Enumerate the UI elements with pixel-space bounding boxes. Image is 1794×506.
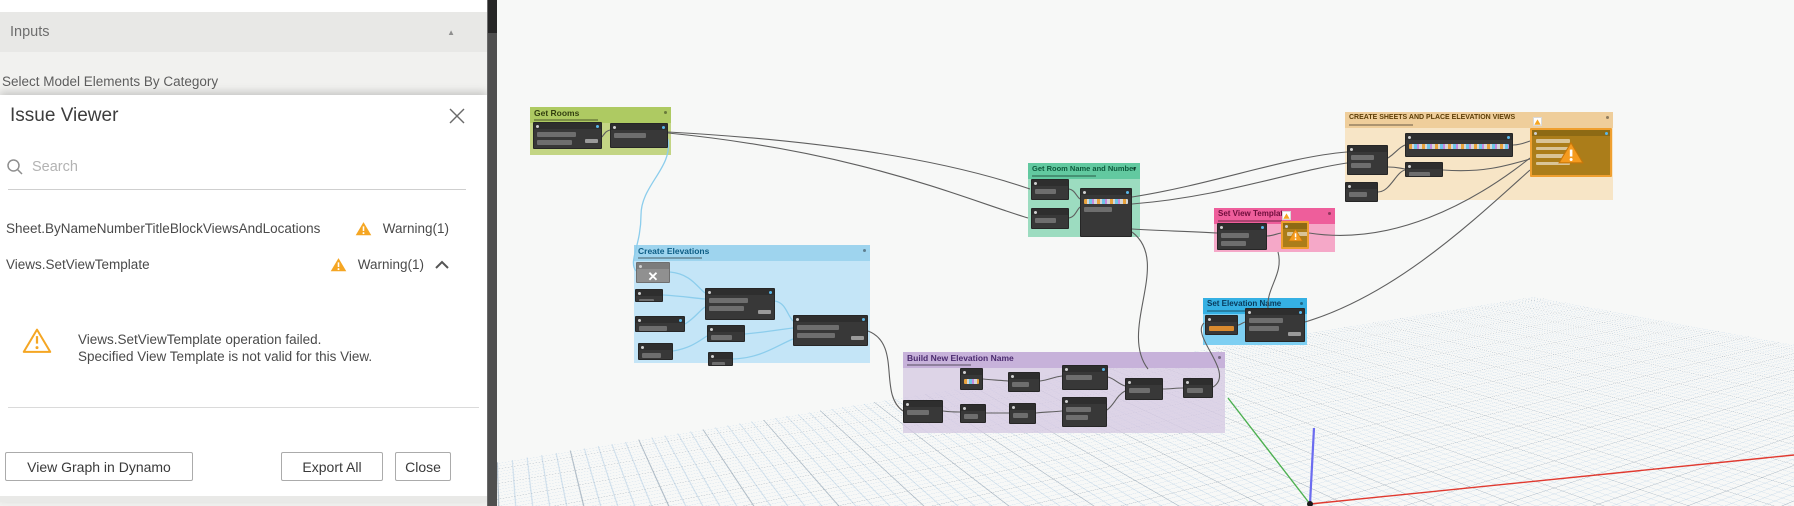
- warning-detail: Views.SetViewTemplate operation failed.S…: [0, 327, 487, 365]
- view-graph-in-dynamo-button[interactable]: View Graph in Dynamo: [5, 452, 193, 481]
- search-icon: [6, 158, 24, 176]
- dialog-bottom-strip: [0, 496, 487, 502]
- warning-outline-icon: [22, 327, 52, 354]
- issue-viewer-title: Issue Viewer: [0, 105, 118, 127]
- node-warning-badge[interactable]: [1282, 211, 1291, 220]
- graph-canvas[interactable]: Get RoomsGet Room Name and NumberCreate …: [497, 0, 1794, 506]
- warning-icon: [355, 221, 372, 236]
- issue-name: Sheet.ByNameNumberTitleBlockViewsAndLoca…: [6, 221, 320, 236]
- issue-status-group: Warning(1): [330, 257, 449, 272]
- left-sidebar: Inputs ▲ Select Model Elements By Catego…: [0, 0, 487, 506]
- collapse-chevron-icon[interactable]: ▲: [447, 28, 455, 37]
- issue-viewer-dialog: Issue Viewer Search Sheet.ByNameNumberTi…: [0, 95, 487, 502]
- warning-detail-text: Views.SetViewTemplate operation failed.S…: [78, 327, 372, 365]
- issue-status: Warning(1): [383, 221, 449, 236]
- search-placeholder: Search: [32, 159, 78, 175]
- issue-name: Views.SetViewTemplate: [6, 257, 150, 272]
- issue-row[interactable]: Views.SetViewTemplate Warning(1): [0, 246, 487, 282]
- node-warning-badge[interactable]: [1533, 117, 1542, 126]
- search-underline: [8, 189, 466, 190]
- issue-viewer-header: Issue Viewer: [0, 100, 487, 132]
- search-input[interactable]: Search: [0, 153, 487, 181]
- issue-status-group: Warning(1): [355, 221, 449, 236]
- sidebar-top-spacer: [0, 0, 487, 12]
- inputs-list-row[interactable]: Select Model Elements By Category: [0, 52, 487, 95]
- badges-layer: [497, 0, 1794, 506]
- issue-list: Sheet.ByNameNumberTitleBlockViewsAndLoca…: [0, 210, 487, 282]
- inputs-section-label: Inputs: [10, 24, 50, 40]
- close-icon[interactable]: [448, 107, 466, 125]
- node-category-label: Select Model Elements By Category: [0, 74, 218, 95]
- chevron-up-icon[interactable]: [435, 260, 449, 269]
- panel-scrollbar[interactable]: [487, 0, 497, 506]
- close-button[interactable]: Close: [395, 452, 451, 481]
- footer-divider: [8, 407, 479, 408]
- export-all-button[interactable]: Export All: [281, 452, 383, 481]
- issue-status: Warning(1): [358, 257, 424, 272]
- warning-icon: [330, 257, 347, 272]
- inputs-section-header[interactable]: Inputs ▲: [0, 12, 487, 52]
- issue-row[interactable]: Sheet.ByNameNumberTitleBlockViewsAndLoca…: [0, 210, 487, 246]
